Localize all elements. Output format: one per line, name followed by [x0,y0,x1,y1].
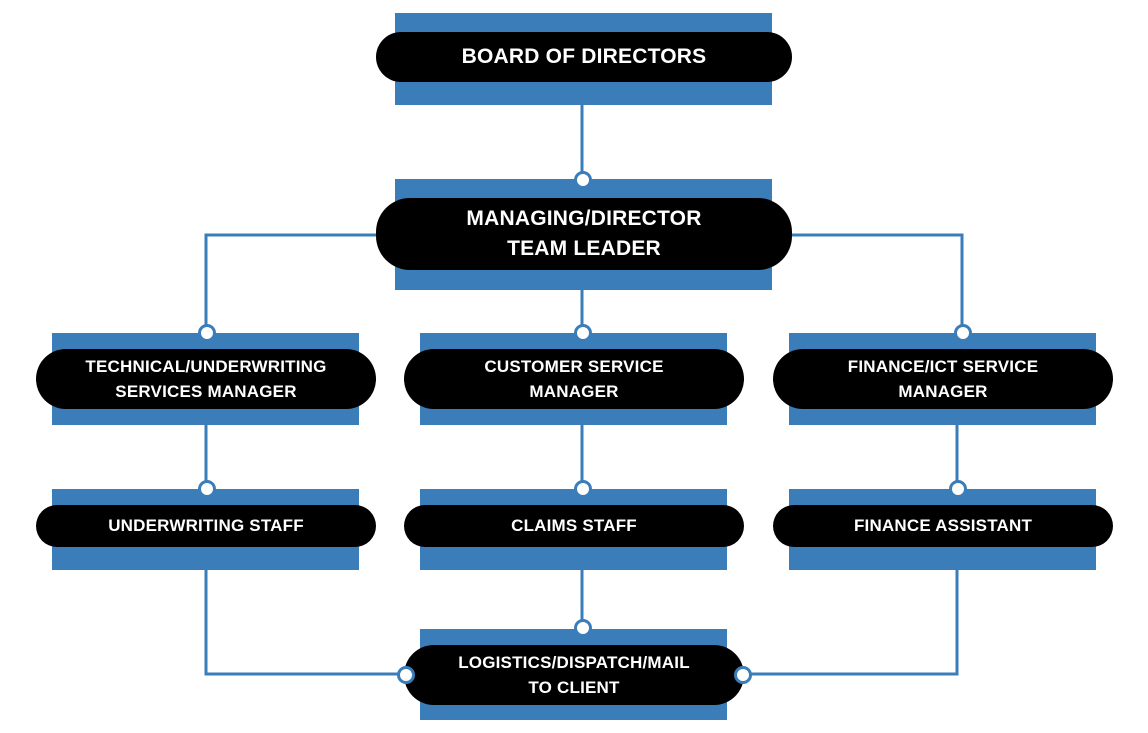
node-pill: LOGISTICS/DISPATCH/MAIL TO CLIENT [404,645,744,705]
node-label: CLAIMS STAFF [511,516,637,535]
node-pill: FINANCE/ICT SERVICE MANAGER [773,349,1113,409]
connector-dot [574,480,592,498]
connector-underwriting-logistics [204,570,405,676]
node-label-line-1: TECHNICAL/UNDERWRITING [85,357,327,376]
node-label-line-2: TEAM LEADER [507,237,661,260]
node-label: UNDERWRITING STAFF [108,516,304,535]
node-pill: MANAGING/DIRECTOR TEAM LEADER [376,198,792,270]
connector-managing-technical [204,233,376,331]
node-pill: CUSTOMER SERVICE MANAGER [404,349,744,409]
node-pill: BOARD OF DIRECTORS [376,32,792,82]
node-pill: FINANCE ASSISTANT [773,505,1113,547]
node-label: BOARD OF DIRECTORS [461,45,707,68]
connector-managing-finance-ict [790,233,964,331]
node-label-line-2: SERVICES MANAGER [115,382,297,401]
connector-dot [734,666,752,684]
node-label: FINANCE ASSISTANT [853,516,1033,535]
node-label-line-1: CUSTOMER SERVICE [484,357,664,376]
node-pill: UNDERWRITING STAFF [36,505,376,547]
node-label-line-2: TO CLIENT [528,678,620,697]
node-label-line-1: MANAGING/DIRECTOR [466,207,702,230]
connector-dot [954,324,972,342]
connector-dot [397,666,415,684]
node-pill: TECHNICAL/UNDERWRITING SERVICES MANAGER [36,349,376,409]
connector-dot [949,480,967,498]
node-label-line-1: FINANCE/ICT SERVICE [847,357,1039,376]
connector-dot [198,480,216,498]
connector-finance-assistant-logistics [742,570,959,676]
node-label-line-1: LOGISTICS/DISPATCH/MAIL [458,653,690,672]
connector-dot [574,324,592,342]
connector-dot [198,324,216,342]
node-pill: CLAIMS STAFF [404,505,744,547]
connector-dot [574,171,592,189]
node-label-line-2: MANAGER [898,382,988,401]
node-label-line-2: MANAGER [529,382,619,401]
connector-dot [574,619,592,637]
